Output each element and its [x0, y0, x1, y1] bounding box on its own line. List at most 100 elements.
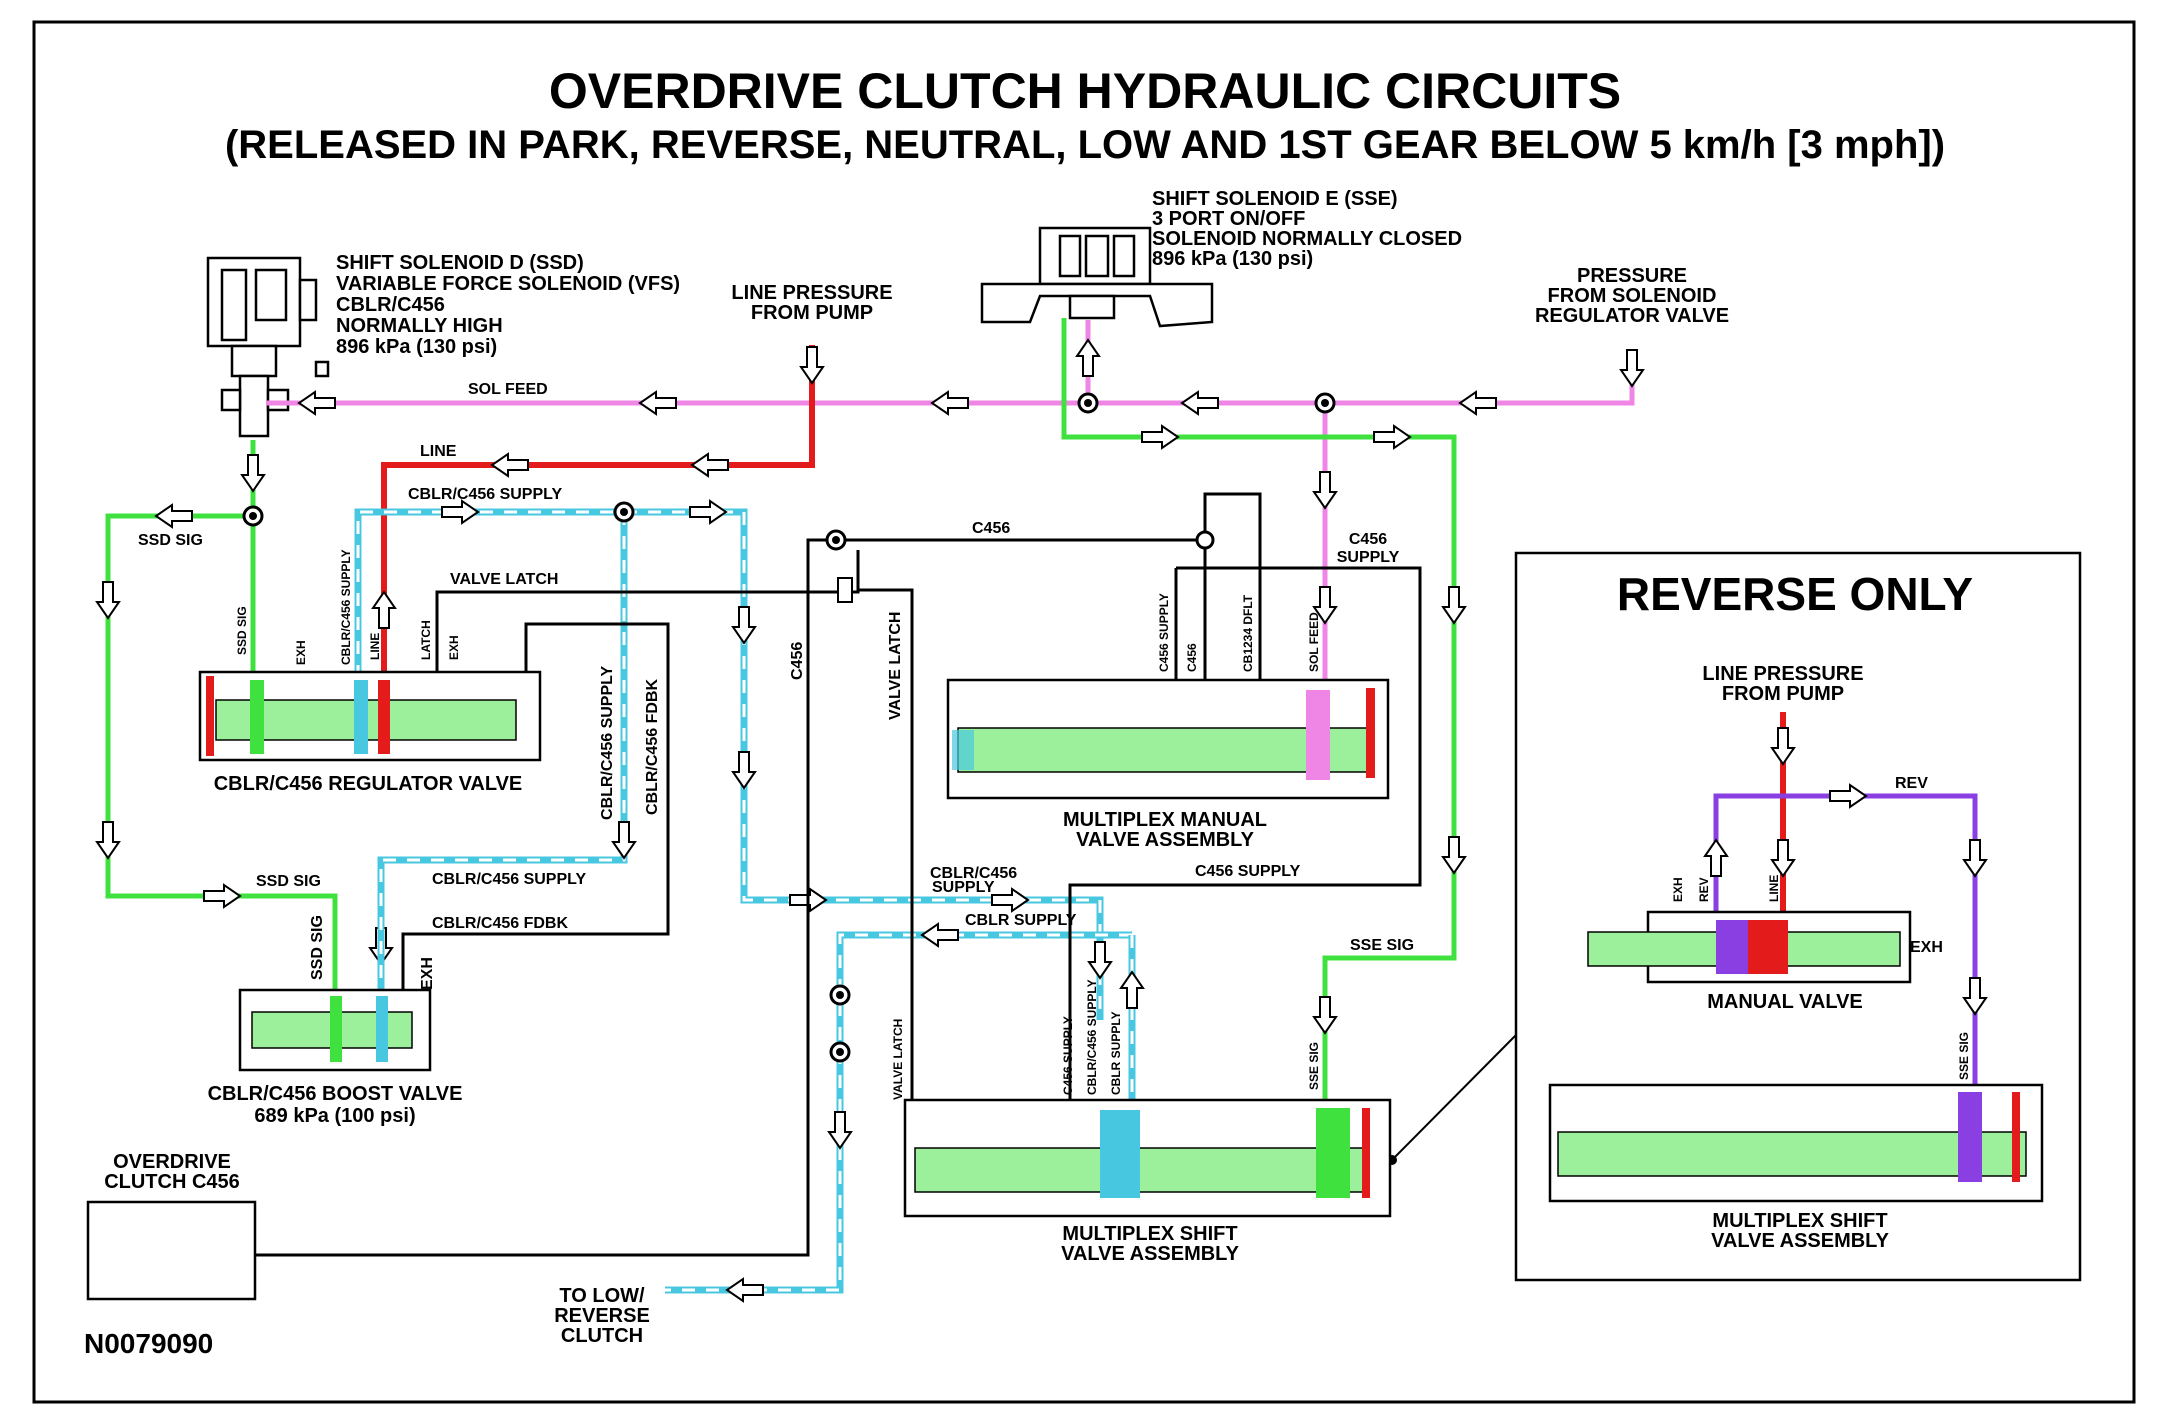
svg-text:NORMALLY HIGH: NORMALLY HIGH	[336, 315, 503, 337]
sse-signal-circuit: SSE SIG	[1061, 318, 1466, 1100]
svg-text:SSD SIG: SSD SIG	[235, 606, 249, 655]
svg-text:3 PORT ON/OFF: 3 PORT ON/OFF	[1152, 208, 1305, 230]
page-title: OVERDRIVE CLUTCH HYDRAULIC CIRCUITS	[549, 63, 1621, 119]
svg-text:CBLR/C456 SUPPLY: CBLR/C456 SUPPLY	[1085, 979, 1099, 1095]
svg-text:SUPPLY: SUPPLY	[1337, 549, 1400, 566]
svg-text:CBLR/C456 BOOST VALVE: CBLR/C456 BOOST VALVE	[208, 1083, 463, 1105]
svg-text:CBLR/C456: CBLR/C456	[930, 865, 1017, 882]
svg-text:VALVE ASSEMBLY: VALVE ASSEMBLY	[1076, 829, 1254, 851]
svg-text:LINE PRESSURE: LINE PRESSURE	[1702, 663, 1863, 685]
multiplex-manual-valve: MULTIPLEX MANUAL VALVE ASSEMBLY	[946, 678, 1390, 851]
svg-text:LINE: LINE	[1767, 875, 1781, 902]
svg-text:SHIFT SOLENOID E (SSE): SHIFT SOLENOID E (SSE)	[1152, 188, 1398, 210]
reverse-only-panel: REVERSE ONLY LINE PRESSURE FROM PUMP REV…	[1391, 551, 2082, 1282]
svg-text:SSE SIG: SSE SIG	[1307, 1042, 1321, 1090]
svg-text:FROM SOLENOID: FROM SOLENOID	[1548, 285, 1717, 307]
line-circuit: LINE	[372, 345, 824, 678]
svg-text:PRESSURE: PRESSURE	[1577, 265, 1687, 287]
svg-text:MANUAL VALVE: MANUAL VALVE	[1707, 991, 1863, 1013]
svg-text:C456: C456	[1349, 531, 1387, 548]
svg-text:EXH: EXH	[294, 640, 308, 665]
svg-text:CBLR/C456: CBLR/C456	[336, 294, 445, 316]
svg-text:FROM PUMP: FROM PUMP	[1722, 683, 1844, 705]
boost-port-labels: SSD SIG EXH	[309, 915, 436, 990]
svg-text:SHIFT SOLENOID D (SSD): SHIFT SOLENOID D (SSD)	[336, 252, 584, 274]
overdrive-clutch-c456: OVERDRIVE CLUTCH C456	[86, 1151, 257, 1301]
svg-text:CBLR/C456 SUPPLY: CBLR/C456 SUPPLY	[599, 666, 616, 820]
svg-text:EXH: EXH	[419, 957, 436, 990]
svg-text:SOL FEED: SOL FEED	[1307, 612, 1321, 672]
shift-port-labels: VALVE LATCH C456 SUPPLY CBLR/C456 SUPPLY…	[891, 979, 1321, 1100]
svg-text:896 kPa (130 psi): 896 kPa (130 psi)	[1152, 248, 1313, 270]
svg-text:VALVE ASSEMBLY: VALVE ASSEMBLY	[1061, 1243, 1239, 1265]
svg-text:SSE SIG: SSE SIG	[1957, 1032, 1971, 1080]
svg-text:CBLR/C456 SUPPLY: CBLR/C456 SUPPLY	[339, 549, 353, 665]
svg-text:SSD SIG: SSD SIG	[309, 915, 326, 980]
shift-solenoid-e-drawing	[980, 226, 1214, 328]
svg-text:EXH: EXH	[447, 635, 461, 660]
multiplex-shift-valve: MULTIPLEX SHIFT VALVE ASSEMBLY	[903, 1098, 1392, 1265]
svg-text:CBLR/C456 FDBK: CBLR/C456 FDBK	[432, 915, 568, 932]
svg-text:CBLR/C456 REGULATOR VALVE: CBLR/C456 REGULATOR VALVE	[214, 773, 523, 795]
svg-text:FROM PUMP: FROM PUMP	[751, 302, 873, 324]
svg-text:VALVE LATCH: VALVE LATCH	[450, 571, 558, 588]
svg-text:REVERSE: REVERSE	[554, 1305, 650, 1327]
to-low-reverse-clutch-label: TO LOW/ REVERSE CLUTCH	[554, 1285, 650, 1347]
pressure-from-solenoid-regulator-label: PRESSURE FROM SOLENOID REGULATOR VALVE	[1535, 265, 1729, 327]
svg-text:SUPPLY: SUPPLY	[932, 879, 995, 896]
shift-solenoid-d-drawing	[206, 256, 330, 438]
svg-text:EXH: EXH	[1910, 939, 1943, 956]
svg-text:VARIABLE FORCE SOLENOID (VFS): VARIABLE FORCE SOLENOID (VFS)	[336, 273, 680, 295]
svg-text:SSD SIG: SSD SIG	[256, 873, 321, 890]
svg-text:CB1234 DFLT: CB1234 DFLT	[1241, 594, 1255, 672]
svg-text:CBLR/C456 SUPPLY: CBLR/C456 SUPPLY	[432, 871, 586, 888]
svg-text:CBLR SUPPLY: CBLR SUPPLY	[965, 912, 1077, 929]
junction-dots	[242, 392, 1397, 1165]
svg-text:SSE SIG: SSE SIG	[1350, 937, 1414, 954]
svg-text:C456 SUPPLY: C456 SUPPLY	[1157, 593, 1171, 672]
svg-text:VALVE LATCH: VALVE LATCH	[891, 1019, 905, 1100]
svg-text:LINE PRESSURE: LINE PRESSURE	[731, 282, 892, 304]
svg-text:MULTIPLEX SHIFT: MULTIPLEX SHIFT	[1062, 1223, 1237, 1245]
figure-id: N0079090	[84, 1328, 213, 1359]
svg-text:MULTIPLEX SHIFT: MULTIPLEX SHIFT	[1712, 1210, 1887, 1232]
solenoid-e-label: SHIFT SOLENOID E (SSE) 3 PORT ON/OFF SOL…	[1152, 188, 1462, 270]
svg-text:CBLR/C456 SUPPLY: CBLR/C456 SUPPLY	[408, 486, 562, 503]
page-subtitle: (RELEASED IN PARK, REVERSE, NEUTRAL, LOW…	[225, 123, 1945, 167]
svg-text:C456: C456	[972, 520, 1010, 537]
ssd-signal-circuit: SSD SIG SSD SIG	[96, 440, 393, 1060]
svg-text:LINE: LINE	[368, 633, 382, 660]
svg-text:TO LOW/: TO LOW/	[559, 1285, 645, 1307]
svg-text:REV: REV	[1895, 775, 1928, 792]
svg-text:VALVE LATCH: VALVE LATCH	[887, 612, 904, 720]
cblr-c456-regulator-valve: CBLR/C456 REGULATOR VALVE	[198, 670, 542, 795]
svg-text:CLUTCH C456: CLUTCH C456	[104, 1171, 240, 1193]
line-pressure-from-pump-label: LINE PRESSURE FROM PUMP	[731, 282, 892, 324]
svg-text:SSD SIG: SSD SIG	[138, 532, 203, 549]
black-circuits: VALVE LATCH CBLR/C456 FDBK C456 C456 SUP…	[255, 492, 1422, 1257]
svg-text:REVERSE ONLY: REVERSE ONLY	[1617, 568, 1973, 620]
manual-port-labels: C456 SUPPLY C456 CB1234 DFLT SOL FEED	[1157, 593, 1321, 672]
svg-text:C456: C456	[1185, 643, 1199, 672]
svg-text:VALVE ASSEMBLY: VALVE ASSEMBLY	[1711, 1230, 1889, 1252]
svg-text:REV: REV	[1697, 877, 1711, 902]
svg-text:MULTIPLEX MANUAL: MULTIPLEX MANUAL	[1063, 809, 1267, 831]
svg-text:OVERDRIVE: OVERDRIVE	[113, 1151, 231, 1173]
svg-text:689 kPa (100 psi): 689 kPa (100 psi)	[254, 1105, 415, 1127]
svg-text:LATCH: LATCH	[419, 620, 433, 660]
svg-text:896 kPa (130 psi): 896 kPa (130 psi)	[336, 336, 497, 358]
cblr-c456-boost-valve: CBLR/C456 BOOST VALVE 689 kPa (100 psi)	[208, 988, 463, 1127]
cblr-c456-supply-circuit: CBLR/C456 SUPPLY CBLR/C456 SUPPLY CBLR/C…	[354, 486, 1144, 1302]
svg-text:SOL FEED: SOL FEED	[468, 381, 548, 398]
svg-text:REGULATOR VALVE: REGULATOR VALVE	[1535, 305, 1729, 327]
svg-text:CBLR SUPPLY: CBLR SUPPLY	[1109, 1011, 1123, 1095]
sol-feed-circuit: SOL FEED	[266, 320, 1644, 755]
svg-text:CLUTCH: CLUTCH	[561, 1325, 643, 1347]
outer-frame	[32, 20, 2136, 1404]
svg-text:C456 SUPPLY: C456 SUPPLY	[1061, 1016, 1075, 1095]
solenoid-d-label: SHIFT SOLENOID D (SSD) VARIABLE FORCE SO…	[336, 252, 680, 358]
svg-text:C456: C456	[789, 642, 806, 680]
svg-text:SOLENOID NORMALLY CLOSED: SOLENOID NORMALLY CLOSED	[1152, 228, 1462, 250]
svg-text:LINE: LINE	[420, 443, 457, 460]
